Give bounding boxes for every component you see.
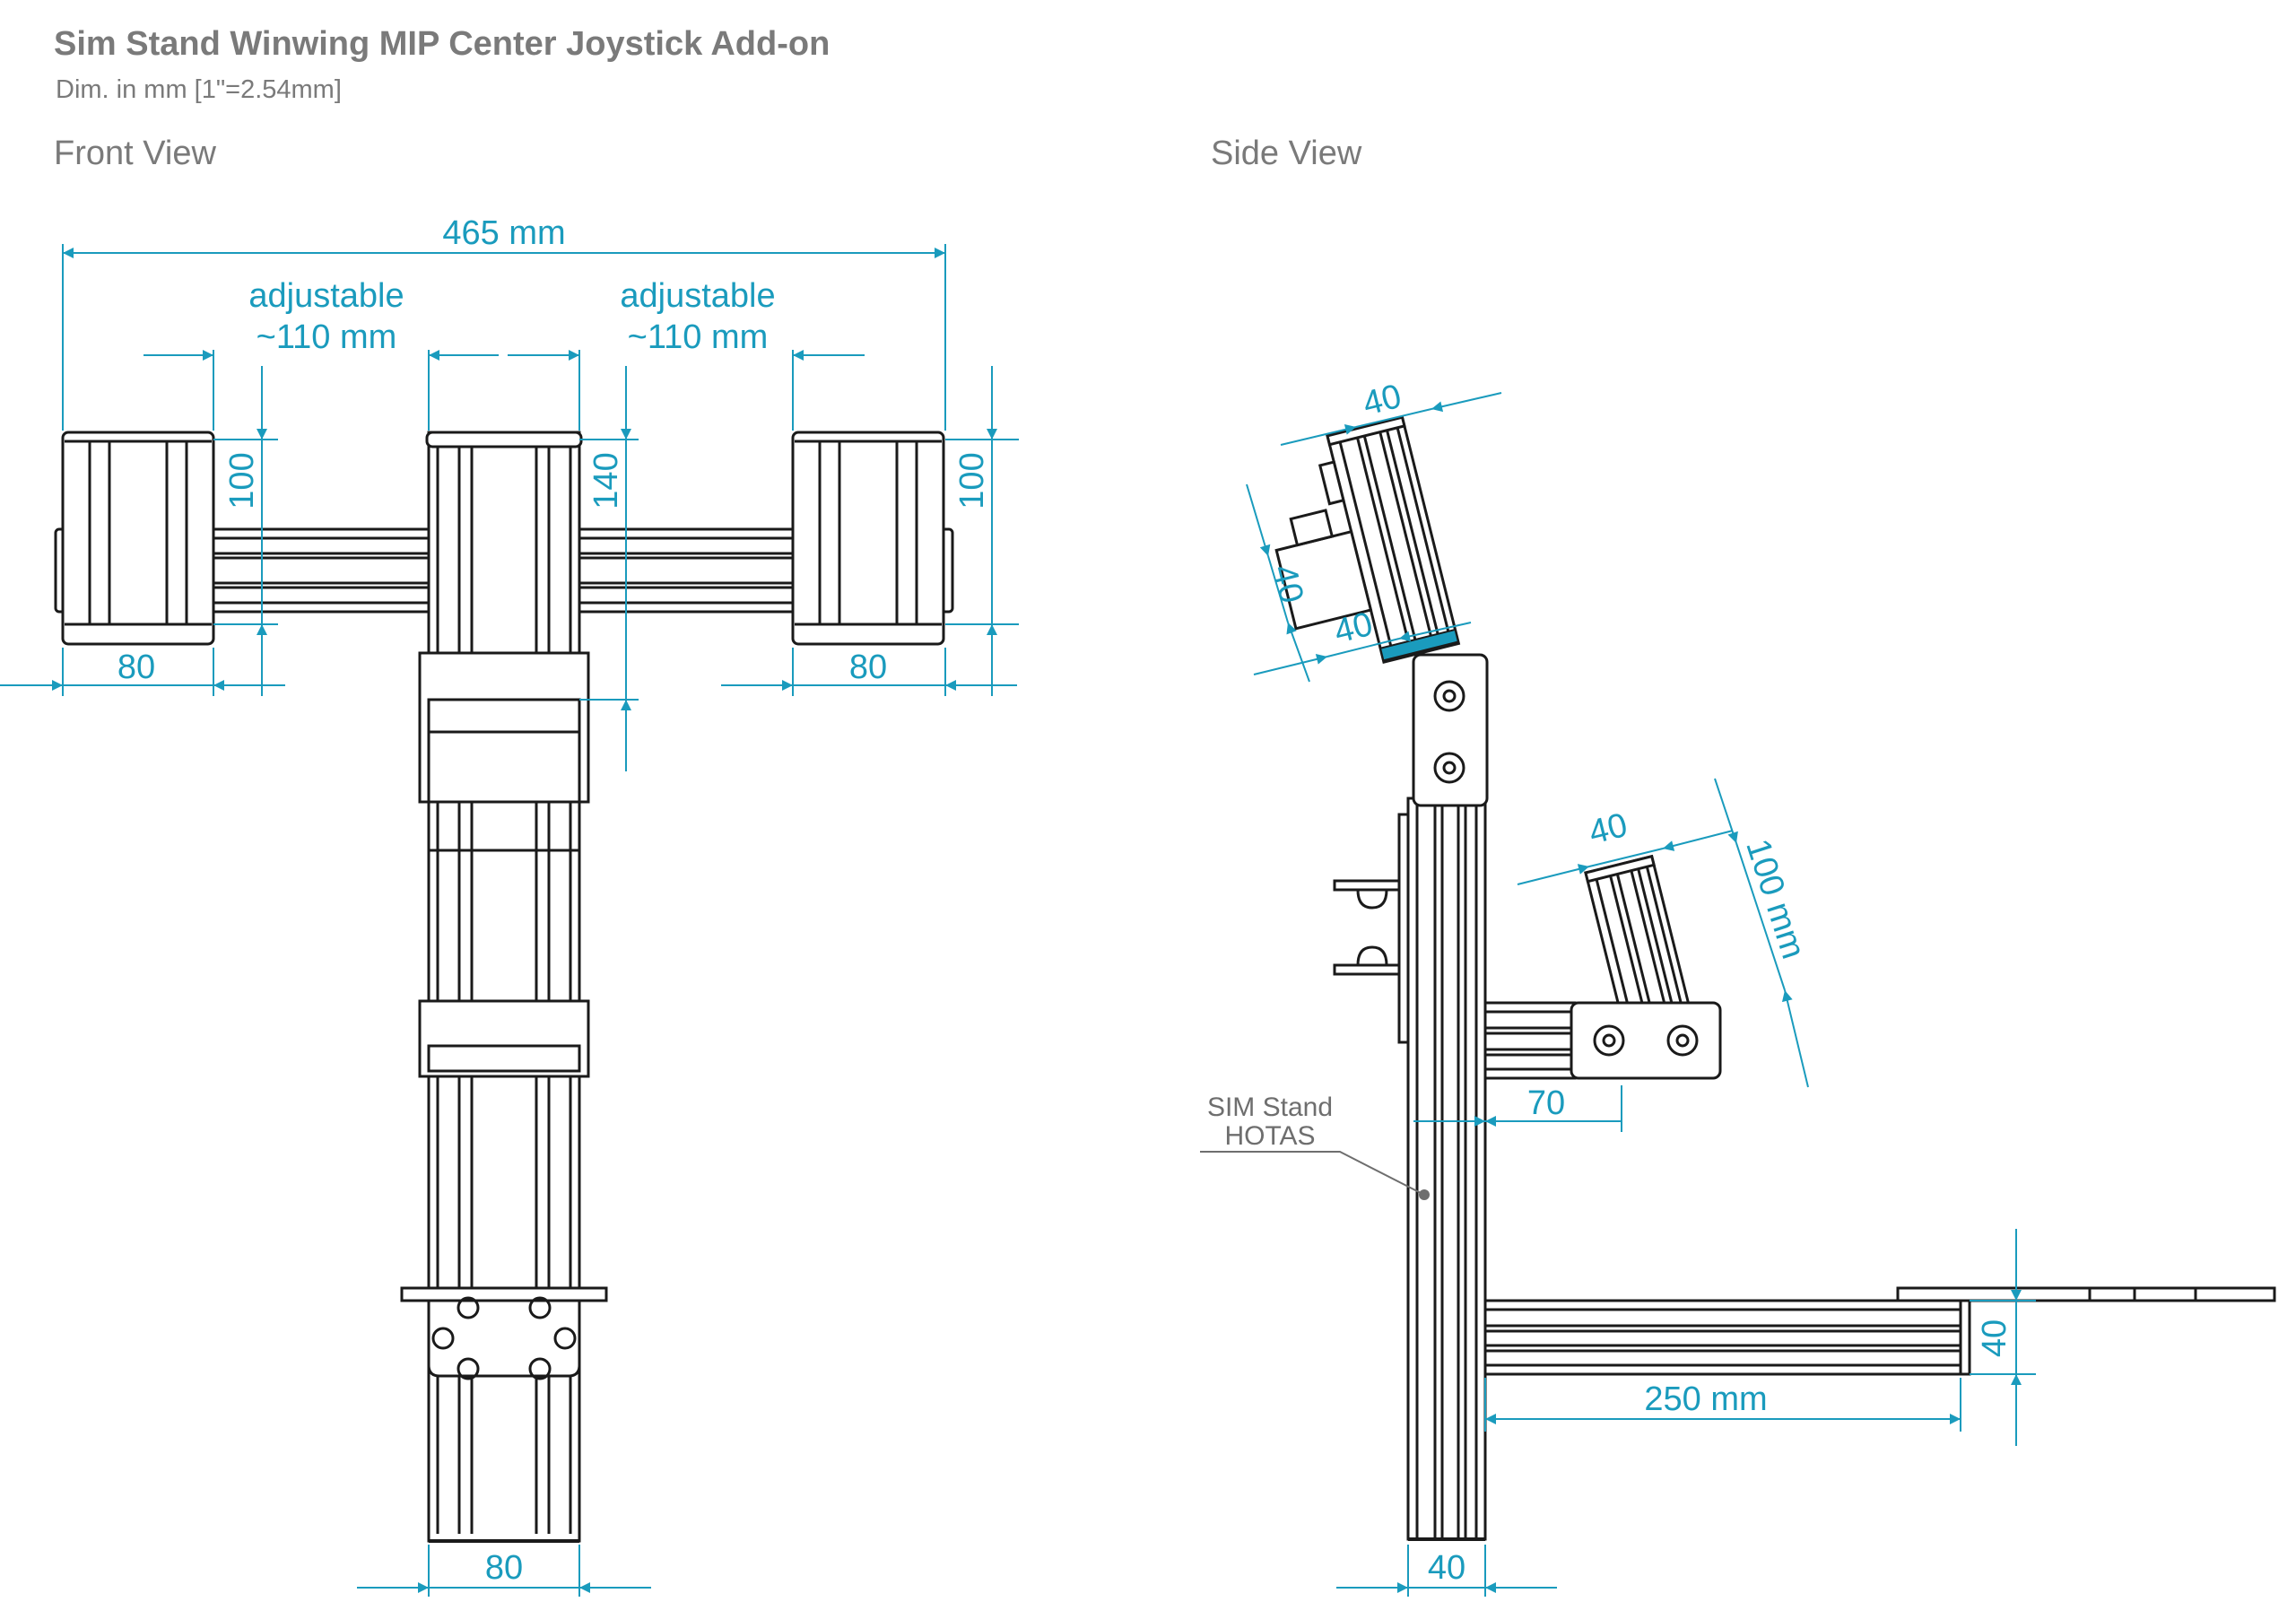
dim-bottom-width: 80: [485, 1549, 523, 1587]
side-upright-clamp: [1333, 813, 1410, 1044]
side-lower-tilted-profile: [1584, 854, 1692, 1024]
callout-dot: [1419, 1189, 1430, 1200]
side-view-drawing: [1274, 415, 2276, 1541]
dim-side-upright-width: 40: [1428, 1549, 1465, 1587]
dim-center-height: 140: [587, 452, 625, 509]
dim-left-width: 80: [117, 649, 155, 686]
front-view-dimensions: [0, 244, 1019, 1597]
dim-side-top-block-top: 40: [1360, 378, 1405, 423]
dim-side-lower-block-length: 100 mm: [1738, 835, 1812, 964]
front-right-bracket: [791, 431, 954, 646]
dim-side-lower-block-top: 40: [1586, 806, 1631, 852]
drawing-title: Sim Stand Winwing MIP Center Joystick Ad…: [54, 25, 831, 63]
dim-right-height: 100: [953, 452, 991, 509]
front-view-dimension-labels: 465 mm adjustable ~110 mm adjustable ~11…: [117, 214, 991, 1587]
side-view-dimensions: [1246, 392, 2036, 1597]
drawing-subtitle: Dim. in mm [1"=2.54mm]: [56, 75, 342, 104]
front-view-label: Front View: [54, 135, 216, 172]
front-center-cap: [425, 431, 583, 448]
dim-side-top-block-left: 40: [1265, 562, 1310, 607]
dim-left-adjust-line2: ~110 mm: [257, 318, 397, 356]
front-left-bracket: [54, 431, 215, 646]
side-upright: [1406, 797, 1487, 1541]
dim-left-height: 100: [223, 452, 261, 509]
side-lower-joint-plate: [1570, 1001, 1722, 1080]
side-base-plate: [1896, 1286, 2276, 1302]
side-horizontal-arm: [1483, 1001, 1577, 1080]
callout-line2: HOTAS: [1224, 1121, 1315, 1151]
dim-right-width: 80: [849, 649, 887, 686]
dim-side-top-block-bottom: 40: [1331, 605, 1377, 651]
callout-line1: SIM Stand: [1207, 1093, 1333, 1122]
dim-right-adjust-line2: ~110 mm: [628, 318, 769, 356]
side-base-beam: [1483, 1299, 1971, 1376]
side-view-dimension-labels: 40 40 40 40 100 mm 70 250 mm 40 40: [1265, 378, 2013, 1587]
dim-side-offset: 70: [1527, 1084, 1565, 1122]
dim-side-base-height: 40: [1976, 1319, 2013, 1357]
side-view-label: Side View: [1211, 135, 1362, 172]
dim-side-base-length: 250 mm: [1644, 1380, 1767, 1418]
side-tilted-upper-profile: [1274, 415, 1461, 665]
side-upper-joint-plate: [1412, 653, 1489, 807]
front-mount-plate: [400, 1286, 608, 1380]
front-clamp-lower: [418, 999, 590, 1078]
dim-left-adjust-line1: adjustable: [248, 277, 404, 315]
dim-overall-width: 465 mm: [442, 214, 565, 252]
dim-right-adjust-line1: adjustable: [620, 277, 775, 315]
sim-stand-callout: SIM Stand HOTAS: [1200, 1093, 1430, 1200]
front-clamp-upper: [418, 651, 590, 804]
front-view-drawing: [54, 431, 954, 1543]
